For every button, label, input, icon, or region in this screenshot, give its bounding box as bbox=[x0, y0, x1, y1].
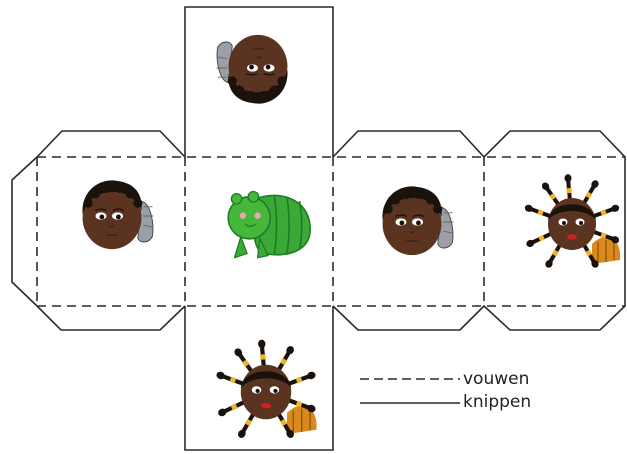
right-tab-cut bbox=[332, 130, 626, 331]
legend-fold-label: vouwen bbox=[463, 369, 529, 389]
girl-with-braids-icon bbox=[524, 174, 620, 269]
boy-face-icon bbox=[381, 185, 455, 256]
girl-with-braids-icon bbox=[215, 339, 316, 439]
green-frog-icon bbox=[227, 190, 312, 259]
boy-face-upside-down-icon bbox=[215, 34, 289, 105]
top-face-cut bbox=[184, 6, 334, 157]
boy-face-icon bbox=[81, 179, 155, 250]
legend-cut-label: knippen bbox=[463, 392, 531, 412]
bottom-face-cut bbox=[184, 306, 334, 451]
fold-lines bbox=[36, 156, 625, 307]
legend: vouwen knippen bbox=[360, 369, 531, 412]
